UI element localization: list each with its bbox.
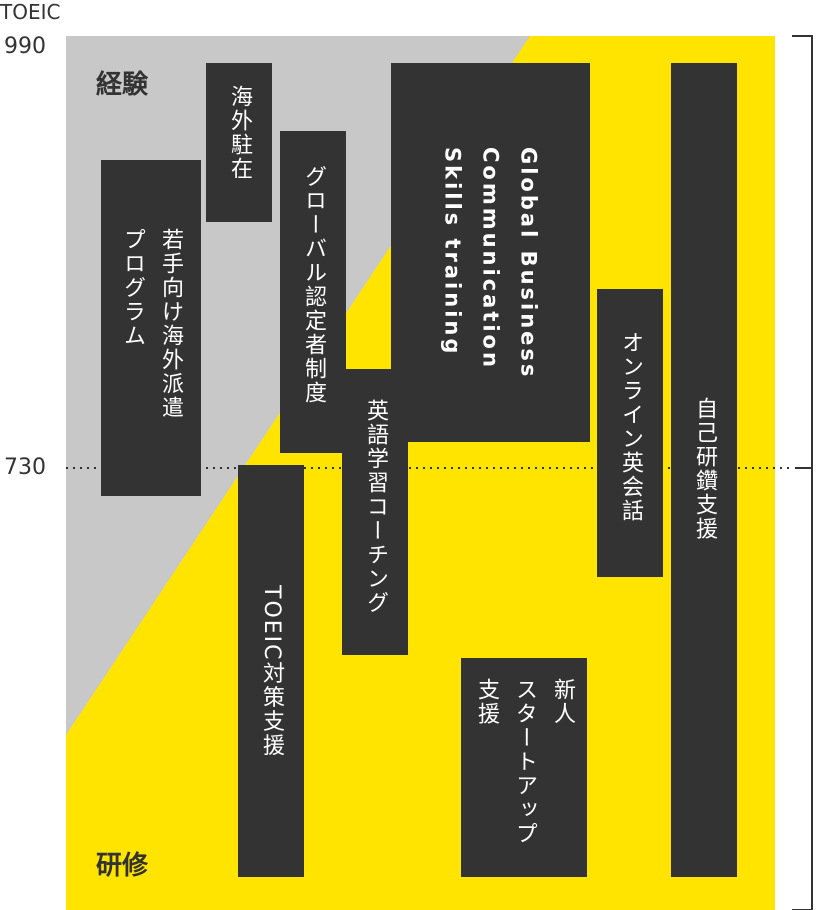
block-gbcs-label: Global Business Communication Skills tra…: [440, 147, 541, 380]
block-overseas-posting-label: 海外駐在: [227, 85, 252, 181]
block-global-cert: グローバル認定者制度: [280, 131, 346, 453]
block-young-overseas: 若手向け海外派遣 プログラム: [101, 160, 201, 496]
block-gbcs: Global Business Communication Skills tra…: [391, 63, 590, 442]
block-self-study-label: 自己研鑽支援: [692, 397, 717, 541]
training-label: 研修: [96, 851, 149, 881]
block-coaching: 英語学習コーチング: [342, 369, 408, 655]
block-global-cert-label: グローバル認定者制度: [301, 165, 326, 405]
block-new-startup-label: 新人 スタートアップ 支援: [474, 678, 575, 846]
axis-title: TOEIC: [0, 0, 61, 24]
range-bracket: [792, 35, 813, 910]
tick-label-990: 990: [4, 34, 46, 59]
block-new-startup: 新人 スタートアップ 支援: [461, 658, 587, 877]
block-coaching-label: 英語学習コーチング: [363, 399, 388, 615]
block-toeic-support: TOEIC対策支援: [238, 465, 304, 877]
tick-label-730: 730: [4, 455, 46, 480]
block-self-study: 自己研鑽支援: [671, 63, 737, 877]
experience-label: 経験: [96, 70, 149, 100]
block-toeic-support-label: TOEIC対策支援: [259, 585, 284, 758]
block-online-english: オンライン英会話: [597, 289, 663, 577]
block-young-overseas-label: 若手向け海外派遣 プログラム: [120, 228, 183, 420]
block-online-english-label: オンライン英会話: [618, 331, 643, 523]
block-overseas-posting: 海外駐在: [206, 63, 272, 222]
